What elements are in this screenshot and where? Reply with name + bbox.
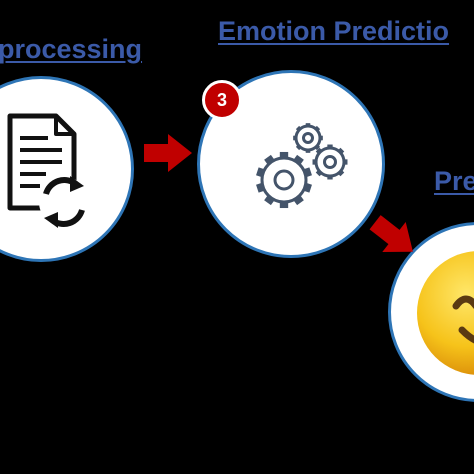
document-refresh-icon <box>7 113 89 228</box>
arrow-right-icon <box>144 134 192 172</box>
step-title-prediction: Pre <box>434 166 474 196</box>
arrow-down-right-icon <box>369 215 413 252</box>
step-title-preprocessing: processing <box>0 34 143 64</box>
step-title-emotion-prediction: Emotion Predictio <box>218 16 450 46</box>
gears-icon <box>256 123 348 209</box>
step-number-badge: 3 <box>202 80 242 120</box>
smiling-emoji-icon <box>417 251 474 375</box>
